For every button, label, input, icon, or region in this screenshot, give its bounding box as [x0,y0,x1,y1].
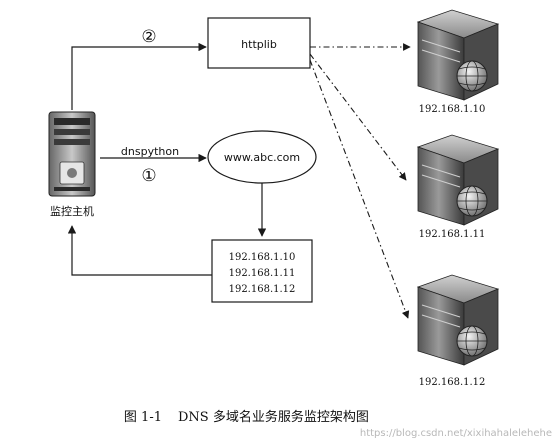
ip-list-line-2: 192.168.1.11 [229,268,296,279]
ip-list-line-1: 192.168.1.10 [229,252,296,263]
edge-httplib-to-server-2 [309,53,407,181]
server-icon [416,134,500,226]
monitor-host-label: 监控主机 [50,204,94,218]
monitor-host-icon [48,111,96,197]
step-1-marker: ① [141,166,156,186]
server-2-ip-label: 192.168.1.11 [419,229,486,240]
server-1-ip-label: 192.168.1.10 [419,104,486,115]
edge-monitor-to-httplib [71,42,207,110]
caption-text: DNS 多域名业务服务监控架构图 [178,409,369,425]
edge-httplib-to-server-3 [309,59,410,319]
caption-number: 图 1-1 [124,410,162,425]
httplib-label: httplib [241,38,277,51]
dnspython-label: dnspython [121,145,179,158]
ip-list-box [211,239,313,303]
server-icon [416,274,500,366]
server-icon [416,9,500,101]
edge-iplist-to-monitor [67,225,212,276]
ip-list-line-3: 192.168.1.12 [229,284,296,295]
dns-domain-label: www.abc.com [224,151,300,164]
watermark-url: https://blog.csdn.net/xixihahalelehehe [360,428,552,439]
step-2-marker: ② [141,27,156,47]
server-3-ip-label: 192.168.1.12 [419,377,486,388]
dns-domain-ellipse [207,130,317,184]
httplib-box [207,17,311,69]
